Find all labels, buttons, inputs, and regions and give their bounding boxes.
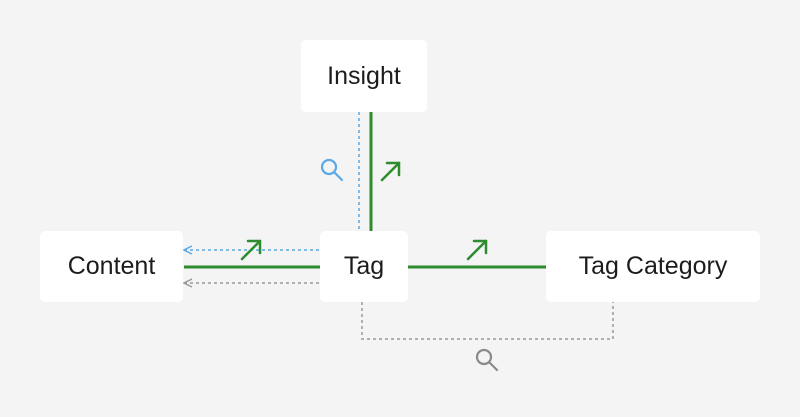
tag-tagcategory-search-link [361,302,614,340]
arrow-up-right-icon [466,239,488,261]
arrow-up-right-icon [240,239,262,261]
node-content[interactable]: Content [40,231,183,302]
node-tag[interactable]: Tag [320,231,408,302]
arrow-up-right-icon [380,161,401,182]
node-insight[interactable]: Insight [301,40,427,112]
magnifier-icon [475,348,499,372]
node-tag-category[interactable]: Tag Category [546,231,760,302]
magnifier-icon [320,158,344,182]
